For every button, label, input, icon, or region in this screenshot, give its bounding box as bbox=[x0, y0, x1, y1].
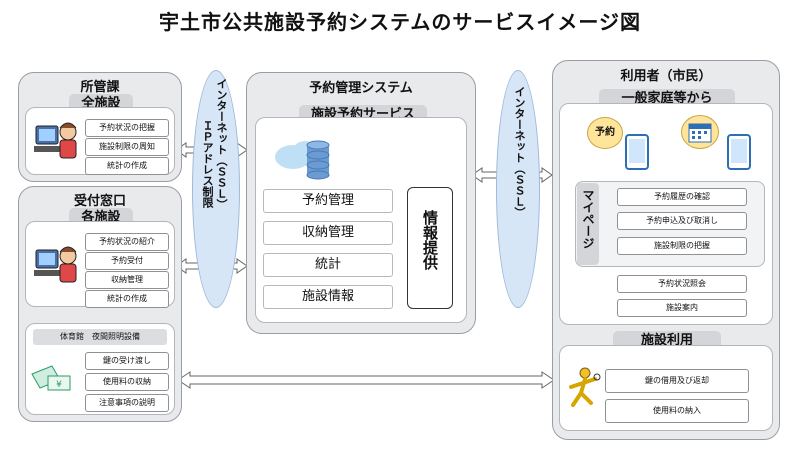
item-facility-restriction: 施設制限の把握 bbox=[617, 237, 747, 255]
panel-heading: 所管課 bbox=[80, 80, 120, 95]
info-provision-label: 情報提供 bbox=[421, 210, 439, 270]
item-statistics: 統計の作成 bbox=[85, 157, 169, 175]
svg-text:¥: ¥ bbox=[56, 380, 62, 390]
item-reservation-history: 予約履歴の確認 bbox=[617, 188, 747, 206]
network-label-ssl-left: インターネット（ＳＳＬ） bbox=[215, 78, 228, 210]
panel-reservation-system: 予約管理システム 施設予約サービス 予約管理 収納管理 統計 施設情報 情報提供 bbox=[246, 72, 476, 334]
arrow-bottom-long bbox=[177, 371, 555, 389]
smartphone-icon bbox=[625, 134, 649, 170]
smartphone-icon bbox=[727, 134, 751, 170]
item-statistics: 統計 bbox=[263, 253, 393, 277]
network-ellipse-right bbox=[496, 70, 540, 308]
item-reservation-management: 予約管理 bbox=[263, 189, 393, 213]
key-person-icon bbox=[569, 367, 601, 407]
item-key-handover: 鍵の受け渡し bbox=[85, 352, 169, 370]
item-key-borrow-return: 鍵の借用及び返却 bbox=[605, 369, 749, 393]
mypage-label-box: マイページ bbox=[577, 183, 599, 265]
panel-citizen-user: 利用者（市民） 一般家庭等から 予約 マイページ 予約履歴の確認 予約申込及び取… bbox=[552, 60, 780, 440]
item-fee-collection: 使用料の収納 bbox=[85, 373, 169, 391]
item-payment-management: 収納管理 bbox=[85, 271, 169, 289]
panel-shokanka: 所管課 全施設 予約状況の把握 施設制限の周知 統計の作成 bbox=[18, 72, 182, 182]
calendar-icon bbox=[688, 123, 712, 143]
item-facility-info: 施設情報 bbox=[263, 285, 393, 309]
sub-heading-gym-lighting: 体育館 夜間照明設備 bbox=[33, 329, 167, 345]
panel-heading: 予約管理システム bbox=[309, 81, 413, 96]
mypage-label: マイページ bbox=[581, 189, 595, 249]
item-statistics: 統計の作成 bbox=[85, 290, 169, 308]
staff-operator-icon bbox=[34, 122, 77, 159]
panel-heading: 利用者（市民） bbox=[620, 69, 712, 84]
item-precautions: 注意事項の説明 bbox=[85, 394, 169, 412]
bubble-label: 予約 bbox=[595, 127, 615, 138]
network-ellipse-left bbox=[192, 70, 240, 308]
item-facility-guide: 施設案内 bbox=[617, 299, 747, 317]
item-reservation-status: 予約状況の把握 bbox=[85, 119, 169, 137]
item-facility-restriction: 施設制限の周知 bbox=[85, 138, 169, 156]
page-title: 宇土市公共施設予約システムのサービスイメージ図 bbox=[159, 10, 641, 34]
info-provision-box: 情報提供 bbox=[407, 187, 453, 309]
item-reservation-apply-cancel: 予約申込及び取消し bbox=[617, 212, 747, 230]
item-reservation-inquiry: 予約状況照会 bbox=[617, 275, 747, 293]
network-label-ssl-right: インターネット（ＳＳＬ） bbox=[513, 86, 526, 218]
item-reservation-accept: 予約受付 bbox=[85, 252, 169, 270]
panel-reception: 受付窓口 各施設 予約状況の紹介 予約受付 収納管理 統計の作成 ¥ 体育館 夜… bbox=[18, 186, 182, 422]
reservation-speech-bubble: 予約 bbox=[587, 117, 623, 149]
item-fee-payment: 使用料の納入 bbox=[605, 399, 749, 423]
panel-heading: 受付窓口 bbox=[73, 194, 126, 209]
item-reservation-info: 予約状況の紹介 bbox=[85, 233, 169, 251]
cash-payment-icon: ¥ bbox=[31, 365, 71, 391]
network-label-ip-restriction: ＩＰアドレス制限 bbox=[201, 120, 214, 208]
item-payment-management: 収納管理 bbox=[263, 221, 393, 245]
staff-operator-icon bbox=[34, 246, 77, 283]
cloud-database-icon bbox=[275, 140, 330, 180]
